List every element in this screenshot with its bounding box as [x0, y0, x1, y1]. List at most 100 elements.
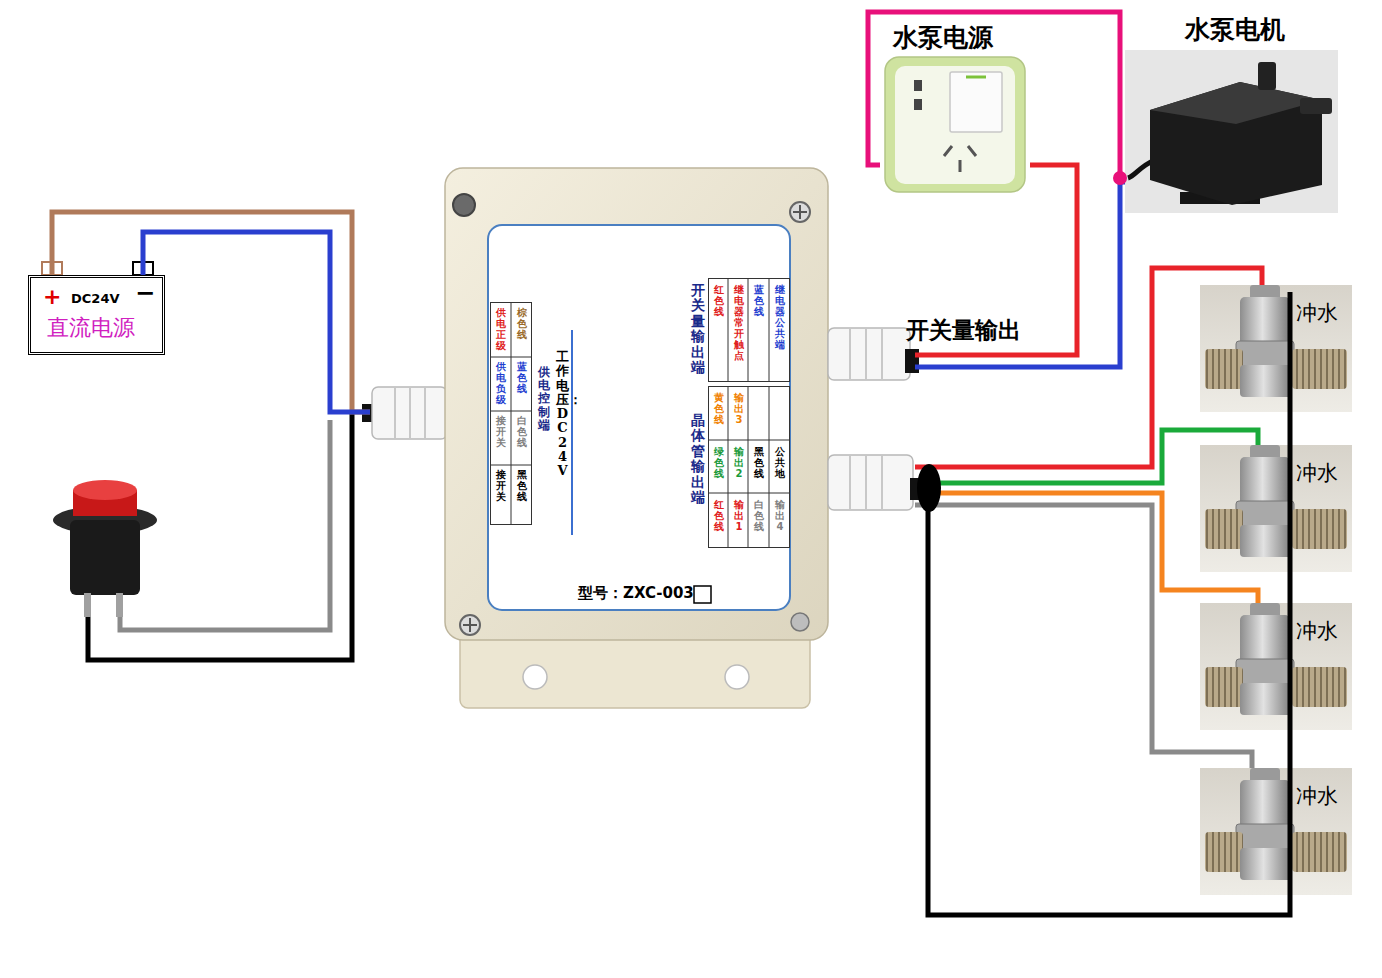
text-anchor: 绿色线 — [714, 446, 724, 479]
node-text: 冲水 — [1296, 784, 1338, 808]
node-text: 水泵电机 — [1185, 16, 1285, 45]
text-anchor: 红色线 — [714, 499, 724, 532]
screw-hole — [791, 613, 809, 631]
node-text: 工作电压：DC24V — [556, 350, 569, 479]
screw-slot — [463, 618, 477, 632]
control-box-housing — [362, 168, 919, 708]
cable-junction — [917, 464, 941, 512]
push-button — [53, 412, 352, 660]
text-anchor: 冲水 — [1296, 784, 1338, 808]
cable-gland — [828, 328, 910, 380]
text-anchor: 红色线 — [714, 284, 724, 317]
cell-label: 接开关 — [496, 469, 506, 502]
cell-label: 黄色线 — [714, 392, 724, 425]
pump-picture — [1125, 50, 1338, 213]
wire-strand — [915, 268, 1262, 467]
screw — [790, 202, 810, 222]
cell-label: 继电器公共端 — [775, 284, 785, 350]
cell-label: 供电正级 — [496, 307, 506, 351]
wire-strand — [915, 493, 1258, 603]
button-top — [73, 480, 137, 500]
node-text: 冲水 — [1296, 301, 1338, 325]
cell-label: 白色线 — [754, 499, 764, 532]
pump-body — [1150, 82, 1322, 205]
text-anchor: 开关量输出端 — [691, 283, 705, 375]
battery-box: +DC24V−直流电源 — [28, 275, 165, 355]
panel-rule — [571, 330, 573, 535]
valve-box: 冲水 — [1200, 768, 1352, 895]
table-grid — [708, 386, 790, 548]
valve-picture — [1200, 768, 1352, 895]
mount-hole — [523, 665, 547, 689]
text-anchor: 工作电压：DC24V — [556, 350, 569, 479]
node-text: DC24V — [71, 292, 119, 307]
text-anchor: 继电器公共端 — [775, 284, 785, 350]
text-anchor: 供电正级 — [496, 307, 506, 351]
node-text: 直流电源 — [47, 315, 135, 340]
cell-label: 白色线 — [517, 415, 527, 448]
text-anchor: DC24V — [71, 292, 119, 307]
screw-slot — [793, 205, 807, 219]
cell-label: 黑色线 — [754, 446, 764, 479]
text-anchor: + — [43, 284, 61, 309]
terminal-table: 开关量输出端红色线继电器常开触点蓝色线继电器公共端 — [708, 278, 790, 382]
cell-label: 公共地 — [775, 446, 785, 479]
button-body — [70, 520, 140, 595]
valve-picture — [1200, 603, 1352, 730]
cell-label: 输出4 — [775, 499, 785, 532]
cable-gland — [828, 455, 913, 510]
wire-connector — [915, 493, 1258, 603]
text-anchor: 输出1 — [734, 499, 744, 532]
valve-picture — [1200, 285, 1352, 412]
screw-hole — [453, 194, 475, 216]
cell-label: 绿色线 — [714, 446, 724, 479]
button-pin — [116, 593, 123, 617]
wire-label: 开关量输出 — [906, 317, 1021, 343]
wire-strand — [868, 12, 1125, 176]
housing-body — [445, 168, 828, 640]
valve-picture — [1200, 445, 1352, 572]
wire-connector — [868, 12, 1125, 176]
wire-strand — [915, 505, 1252, 768]
table-grid — [728, 278, 769, 382]
text-anchor: 晶体管输出端 — [691, 413, 705, 505]
text-anchor: 供电负级 — [496, 361, 506, 405]
socket-face — [895, 66, 1015, 184]
text-anchor: 冲水 — [1296, 301, 1338, 325]
text-anchor: 棕色线 — [517, 307, 527, 340]
cell-label: 供电负级 — [496, 361, 506, 405]
common-ground-wire — [928, 292, 1290, 915]
valve-box: 冲水 — [1200, 603, 1352, 730]
mount-hole — [725, 665, 749, 689]
valve-box: 冲水 — [1200, 445, 1352, 572]
screw — [460, 615, 480, 635]
model-box — [694, 586, 711, 603]
cell-label: 蓝色线 — [754, 284, 764, 317]
gland-ribs — [395, 388, 425, 438]
terminal-table: 供电控制端供电正级棕色线供电负级蓝色线接开关白色线接开关黑色线 — [490, 302, 532, 525]
wire-strand — [915, 430, 1258, 483]
node-text: 水泵电源 — [893, 24, 993, 53]
cell-label: 黑色线 — [517, 469, 527, 502]
text-anchor: 输出4 — [775, 499, 785, 532]
table-grid — [490, 302, 532, 525]
cell-label: 红色线 — [714, 499, 724, 532]
socket-slot — [914, 80, 922, 91]
node-text: 开关量输出端 — [691, 283, 705, 375]
cell-label: 继电器常开触点 — [734, 284, 744, 361]
cell-label: 接开关 — [496, 415, 506, 448]
gland-ribs — [850, 329, 882, 379]
text-anchor: 白色线 — [754, 499, 764, 532]
valve-box: 冲水 — [1200, 285, 1352, 412]
cell-label: 输出1 — [734, 499, 744, 532]
node-text: 冲水 — [1296, 461, 1338, 485]
socket-plate — [885, 57, 1025, 192]
pump-outlet — [1300, 98, 1332, 114]
terminal-table: 晶体管输出端黄色线输出3绿色线输出2黑色线公共地红色线输出1白色线输出4 — [708, 386, 790, 548]
pump-photo — [1125, 50, 1338, 213]
text-anchor: 水泵电源 — [893, 24, 993, 53]
pump-top — [1150, 82, 1322, 124]
wall-socket — [885, 57, 1025, 192]
node-text: + — [43, 284, 61, 309]
text-anchor: 输出3 — [734, 392, 744, 425]
